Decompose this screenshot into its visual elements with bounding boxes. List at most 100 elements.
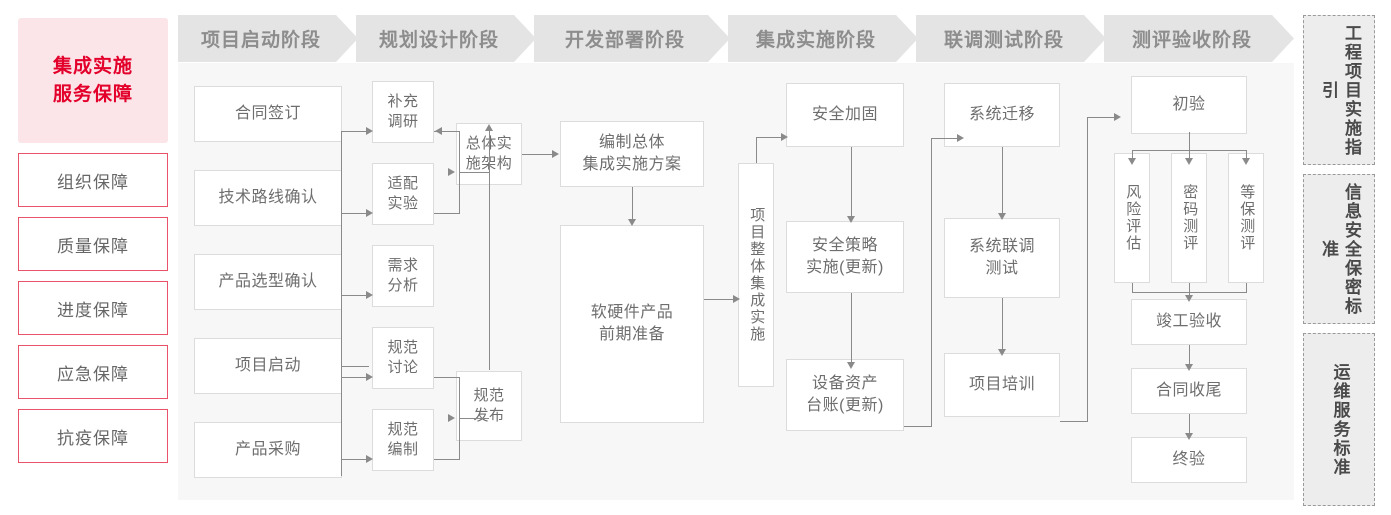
arrow-down-to-classified-protection [1242,158,1250,165]
arrow-down-to-risk-assessment [1128,158,1136,165]
phase-header-project-launch: 项目启动阶段 [178,15,358,62]
phase-body-integration: 项目整体集成实施 安全加固 安全策略 实施(更新) 设备资产 台账(更新) [728,63,918,500]
guarantee-title-line2: 服务保障 [52,83,133,105]
connector-completion-to-closure [1189,345,1190,367]
node-project-kickoff[interactable]: 项目启动 [194,338,342,394]
phase-body-joint-testing: 系统迁移 系统联调 测试 项目培训 [916,63,1106,500]
connector-kickoff-out [342,366,369,367]
node-overall-integration-plan-line1: 编制总体 [598,134,665,152]
node-standard-release-line2: 发布 [473,407,505,424]
node-standard-release[interactable]: 规范 发布 [456,371,522,441]
connector-to-standard-drafting [341,459,367,460]
guarantee-item-emergency[interactable]: 应急保障 [18,345,168,399]
node-security-policy-implementation-line2: 实施(更新) [806,259,884,276]
node-adaptation-experiment-line2: 实验 [387,195,419,212]
node-standard-drafting[interactable]: 规范 编制 [372,409,434,471]
connector-adaptation-bracket-bottom [434,213,460,214]
node-requirement-analysis-line1: 需求 [387,256,419,274]
connector-hardening-to-policy [851,147,852,220]
arrow-to-security-hardening [781,133,788,141]
node-classified-protection-evaluation[interactable]: 等保测评 [1228,153,1264,283]
node-overall-integration-plan[interactable]: 编制总体 集成实施方案 [560,121,704,187]
connector-training-up [1087,117,1088,422]
arrow-down-to-cryptography-evaluation [1185,158,1193,165]
node-supplementary-research-line1: 补充 [387,92,419,110]
connector-joint-test-to-training [1002,298,1003,353]
node-contract-signing[interactable]: 合同签订 [194,86,342,142]
standards-panel-security-confidentiality[interactable]: 信息安全保密标准 [1303,174,1375,324]
node-system-joint-debug-test[interactable]: 系统联调 测试 [944,218,1060,298]
guarantee-item-epidemic[interactable]: 抗疫保障 [18,409,168,463]
arrow-up-to-overall-architecture [485,124,493,131]
connector-initial-acceptance-down [1189,132,1190,150]
node-hardware-software-preparation-line1: 软硬件产品 [590,304,674,322]
phase-header-planning-design: 规划设计阶段 [356,15,536,62]
connector-to-supplementary-research [341,131,367,132]
guarantee-item-organization[interactable]: 组织保障 [18,153,168,207]
node-system-joint-debug-test-line1: 系统联调 [968,238,1035,256]
guarantee-item-schedule[interactable]: 进度保障 [18,281,168,335]
arrow-down-to-completion-acceptance [1185,295,1193,302]
connector-to-requirement-analysis [341,295,367,296]
node-requirement-analysis-line2: 分析 [387,277,419,294]
node-standard-release-line1: 规范 [473,386,505,404]
arrow-down-to-joint-test [998,213,1006,220]
node-project-training[interactable]: 项目培训 [944,353,1060,417]
arrow-back-to-supplementary-research [435,127,442,135]
node-completion-acceptance[interactable]: 竣工验收 [1131,299,1247,345]
arrow-to-overall-architecture [448,168,455,176]
connector-migration-to-joint-test [1002,147,1003,217]
arrow-to-standard-discussion [366,373,373,381]
connector-training-to-initial-acceptance [1087,117,1115,118]
node-hardware-software-preparation[interactable]: 软硬件产品 前期准备 [560,225,704,423]
node-standard-discussion-line2: 讨论 [387,359,419,376]
node-final-acceptance[interactable]: 终验 [1131,437,1247,483]
node-product-selection-confirm[interactable]: 产品选型确认 [194,254,342,310]
phase-body-dev-deployment: 编制总体 集成实施方案 软硬件产品 前期准备 [534,63,730,500]
node-supplementary-research[interactable]: 补充 调研 [372,81,434,143]
arrow-to-standard-drafting [366,455,373,463]
node-equipment-asset-ledger[interactable]: 设备资产 台账(更新) [786,359,904,431]
node-cryptography-evaluation[interactable]: 密码测评 [1171,153,1207,283]
phase-column-integration: 集成实施阶段 项目整体集成实施 安全加固 安全策略 实施(更新) 设备资产 台账… [728,15,918,500]
node-security-hardening[interactable]: 安全加固 [786,83,904,147]
connector-bracket-to-standard-release [459,418,489,419]
node-initial-acceptance[interactable]: 初验 [1131,76,1247,134]
standards-panel-engineering-guideline[interactable]: 工程项目实施指引 [1303,15,1375,165]
arrow-down-to-asset-ledger [847,362,855,369]
arrow-to-standard-release [448,414,455,422]
arrow-to-overall-integration [733,295,740,303]
guarantee-title-line1: 集成实施 [52,55,133,77]
phase-header-dev-deployment: 开发部署阶段 [534,15,730,62]
node-risk-assessment[interactable]: 风险评估 [1114,153,1150,283]
node-overall-project-integration[interactable]: 项目整体集成实施 [738,163,774,387]
standards-panel-om-service[interactable]: 运维服务标准 [1303,333,1375,506]
connector-to-adaptation-experiment [341,213,367,214]
node-standard-discussion-line1: 规范 [387,338,419,356]
standards-panel-engineering-guideline-label: 工程项目实施指引 [1319,23,1361,157]
connector-preparation-to-integration [704,299,736,300]
connector-to-cryptography-evaluation [1189,150,1190,162]
phase-body-evaluation-acceptance: 初验 风险评估 密码测评 等保测评 竣工验收 合同收尾 终验 [1104,63,1294,500]
guarantee-item-quality[interactable]: 质量保障 [18,217,168,271]
node-product-procurement[interactable]: 产品采购 [194,422,342,478]
node-adaptation-experiment[interactable]: 适配 实验 [372,163,434,225]
node-equipment-asset-ledger-line1: 设备资产 [811,375,878,393]
node-contract-closure[interactable]: 合同收尾 [1131,368,1247,414]
node-standard-drafting-line2: 编制 [387,441,419,458]
connector-risk-assessment-down [1132,283,1133,293]
phase-body-planning-design: 补充 调研 适配 实验 需求 分析 规范 讨论 规范 编制 总体实 施架构 [356,63,536,500]
node-standard-drafting-line1: 规范 [387,420,419,438]
node-standard-discussion[interactable]: 规范 讨论 [372,327,434,389]
node-security-policy-implementation[interactable]: 安全策略 实施(更新) [786,221,904,293]
node-overall-implementation-architecture-line2: 施架构 [465,155,513,172]
arrow-to-adaptation-experiment [366,209,373,217]
phase-body-project-launch: 合同签订 技术路线确认 产品选型确认 项目启动 产品采购 [178,63,358,500]
node-tech-route-confirm[interactable]: 技术路线确认 [194,170,342,226]
connector-integration-up [756,137,757,163]
node-requirement-analysis[interactable]: 需求 分析 [372,245,434,307]
arrow-down-to-project-training [998,349,1006,356]
node-supplementary-research-line2: 调研 [387,113,419,130]
arrow-down-to-preparation [628,219,636,226]
